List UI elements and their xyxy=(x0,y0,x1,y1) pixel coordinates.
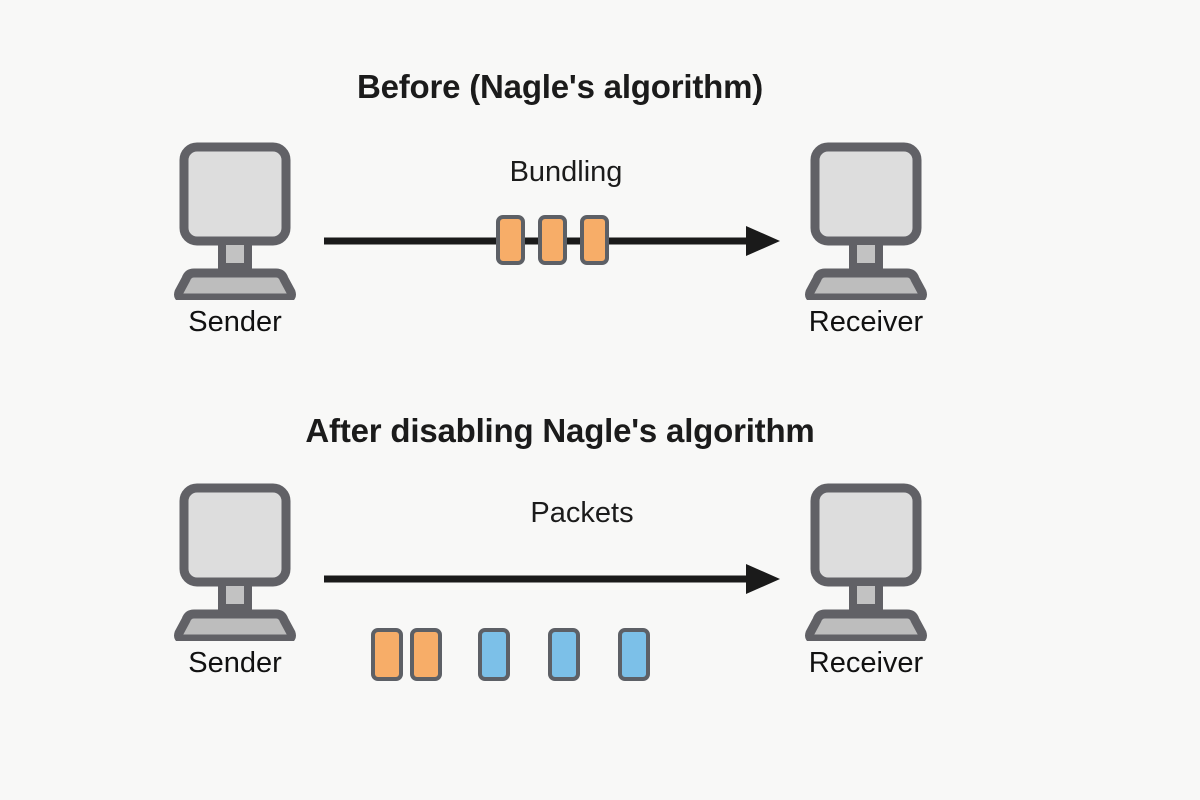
packet-individual-5 xyxy=(618,628,650,681)
computer-icon xyxy=(174,483,296,641)
node-sender-before: Sender xyxy=(155,140,315,339)
packet-individual-2 xyxy=(410,628,442,681)
packet-individual-1 xyxy=(371,628,403,681)
computer-icon xyxy=(805,142,927,300)
flow-label-packets: Packets xyxy=(530,497,634,529)
node-receiver-after: Receiver xyxy=(786,481,946,680)
packet-individual-3 xyxy=(478,628,510,681)
node-label-receiver: Receiver xyxy=(808,306,924,338)
computer-icon xyxy=(174,142,296,300)
node-receiver-before: Receiver xyxy=(786,140,946,339)
packet-bundled-3 xyxy=(580,215,609,265)
packet-bundled-1 xyxy=(496,215,525,265)
node-sender-after: Sender xyxy=(155,481,315,680)
node-label-sender: Sender xyxy=(188,647,282,679)
packet-individual-4 xyxy=(548,628,580,681)
flow-label-bundling: Bundling xyxy=(509,156,623,188)
node-label-receiver: Receiver xyxy=(808,647,924,679)
node-label-sender: Sender xyxy=(188,306,282,338)
arrow-sender-to-receiver-after xyxy=(324,564,780,594)
section-title-after: After disabling Nagle's algorithm xyxy=(305,412,815,449)
arrow-sender-to-receiver-before xyxy=(324,226,780,256)
computer-icon xyxy=(805,483,927,641)
section-title-before: Before (Nagle's algorithm) xyxy=(356,68,764,105)
packet-bundled-2 xyxy=(538,215,567,265)
